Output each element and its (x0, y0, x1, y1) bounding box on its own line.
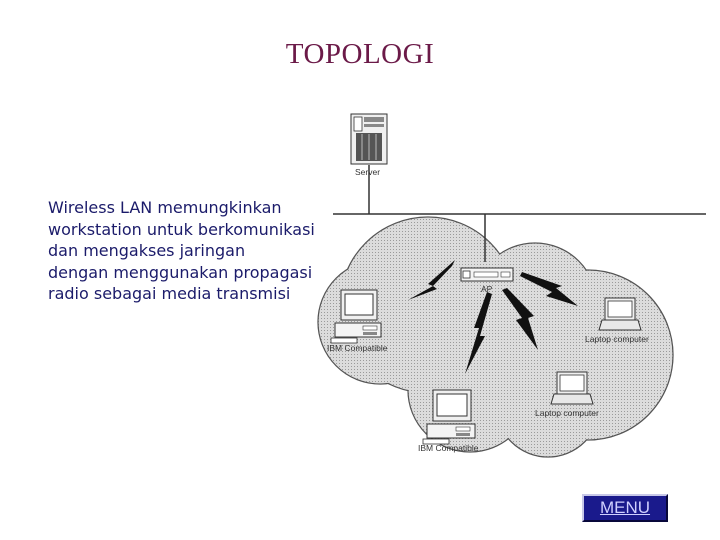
laptop-bottom-icon (550, 371, 594, 405)
laptop-top-icon (598, 297, 642, 331)
server-icon (350, 113, 388, 165)
access-point-icon (460, 267, 514, 282)
laptop-bottom-label: Laptop computer (535, 408, 599, 418)
ap-label: AP (481, 284, 493, 294)
server-label: Server (355, 167, 380, 177)
laptop-top-label: Laptop computer (585, 334, 649, 344)
menu-button[interactable]: MENU (582, 494, 668, 522)
ibm-desktop-left-icon (330, 289, 382, 344)
radio-signal-icons (408, 260, 578, 374)
ibm-left-label: IBM Compatible (327, 343, 388, 353)
slide-title: TOPOLOGI (285, 38, 435, 70)
slide-description: Wireless LAN memungkinkan workstation un… (48, 198, 315, 303)
ibm-desktop-bottom-icon (422, 389, 476, 445)
ibm-bottom-label: IBM Compatible (418, 443, 479, 453)
